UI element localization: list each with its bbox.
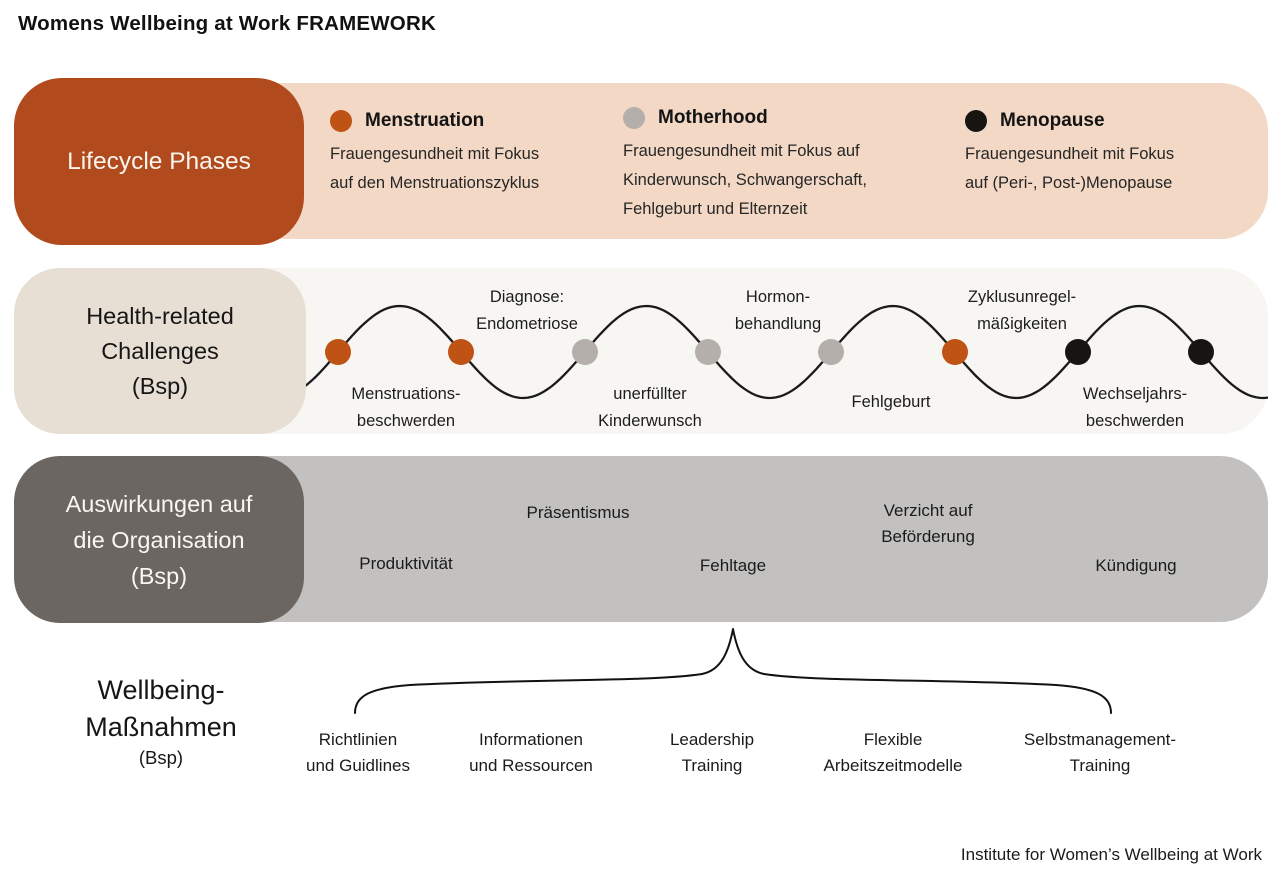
impact-fehltage: Fehltage <box>699 556 767 575</box>
page-title: Womens Wellbeing at Work FRAMEWORK <box>18 12 436 35</box>
journey-dot-motherhood <box>695 339 721 365</box>
impacts-label-box: Auswirkungen auf die Organisation (Bsp) <box>14 456 304 623</box>
measures-heading: Wellbeing- Maßnahmen <box>85 675 237 742</box>
phase-name: Menstruation <box>365 110 485 131</box>
impact-verzicht-befoerderung: Verzicht auf Beförderung <box>881 501 975 546</box>
challenge-label-fehlgeburt: Fehlgeburt <box>851 393 931 411</box>
challenge-label-zyklusunregelmaessigkeiten: Zyklusunregel- mäßigkeiten <box>967 288 1077 333</box>
impact-produktivitaet: Produktivität <box>359 554 453 573</box>
phase-legend-menstruation: Menstruation Frauengesundheit mit Fokus … <box>330 110 615 198</box>
motherhood-dot-icon <box>623 107 645 129</box>
measures-brace <box>354 628 1112 714</box>
challenges-label-box: Health-related Challenges (Bsp) <box>14 268 306 434</box>
phase-name: Menopause <box>1000 110 1105 131</box>
challenges-label: Health-related Challenges (Bsp) <box>86 302 234 399</box>
journey-dot-menstruation <box>325 339 351 365</box>
phase-legend-menopause: Menopause Frauengesundheit mit Fokus auf… <box>965 110 1265 198</box>
phase-description: Frauengesundheit mit Fokus auf (Peri-, P… <box>965 145 1175 192</box>
phase-description: Frauengesundheit mit Fokus auf Kinderwun… <box>623 142 867 218</box>
phase-name: Motherhood <box>658 107 768 128</box>
phase-legend-motherhood: Motherhood Frauengesundheit mit Fokus au… <box>623 107 953 224</box>
journey-dot-menopause <box>1065 339 1091 365</box>
measure-informationen: Informationen und Ressourcen <box>469 730 593 775</box>
challenge-label-kinderwunsch: unerfüllter Kinderwunsch <box>598 385 702 430</box>
lifecycle-label: Lifecycle Phases <box>67 147 251 175</box>
measure-flexible-arbeitszeitmodelle: Flexible Arbeitszeitmodelle <box>823 730 963 775</box>
measures-subheading: (Bsp) <box>138 747 184 768</box>
challenge-label-wechseljahrsbeschwerden: Wechseljahrs- beschwerden <box>1082 385 1188 430</box>
journey-dot-menstruation <box>448 339 474 365</box>
measure-leadership-training: Leadership Training <box>669 730 755 775</box>
journey-wave <box>300 304 1268 400</box>
journey-dot-menstruation <box>942 339 968 365</box>
journey-dot-menopause <box>1188 339 1214 365</box>
challenge-label-endometriose: Diagnose: Endometriose <box>476 288 578 333</box>
journey-dot-motherhood <box>572 339 598 365</box>
measure-richtlinien: Richtlinien und Guidlines <box>306 730 410 775</box>
footer-credit: Institute for Women’s Wellbeing at Work <box>960 845 1262 864</box>
measure-selbstmanagement-training: Selbstmanagement- Training <box>1023 730 1177 775</box>
phase-description: Frauengesundheit mit Fokus auf den Menst… <box>330 145 540 192</box>
impacts-label: Auswirkungen auf die Organisation (Bsp) <box>65 490 253 589</box>
challenge-label-hormonbehandlung: Hormon- behandlung <box>734 288 822 333</box>
impact-kuendigung: Kündigung <box>1095 556 1177 575</box>
menopause-dot-icon <box>965 110 987 132</box>
lifecycle-label-box: Lifecycle Phases <box>14 78 304 245</box>
menstruation-dot-icon <box>330 110 352 132</box>
challenge-label-menstruationsbeschwerden: Menstruations- beschwerden <box>351 385 461 430</box>
journey-dot-motherhood <box>818 339 844 365</box>
impact-praesentismus: Präsentismus <box>526 503 630 522</box>
